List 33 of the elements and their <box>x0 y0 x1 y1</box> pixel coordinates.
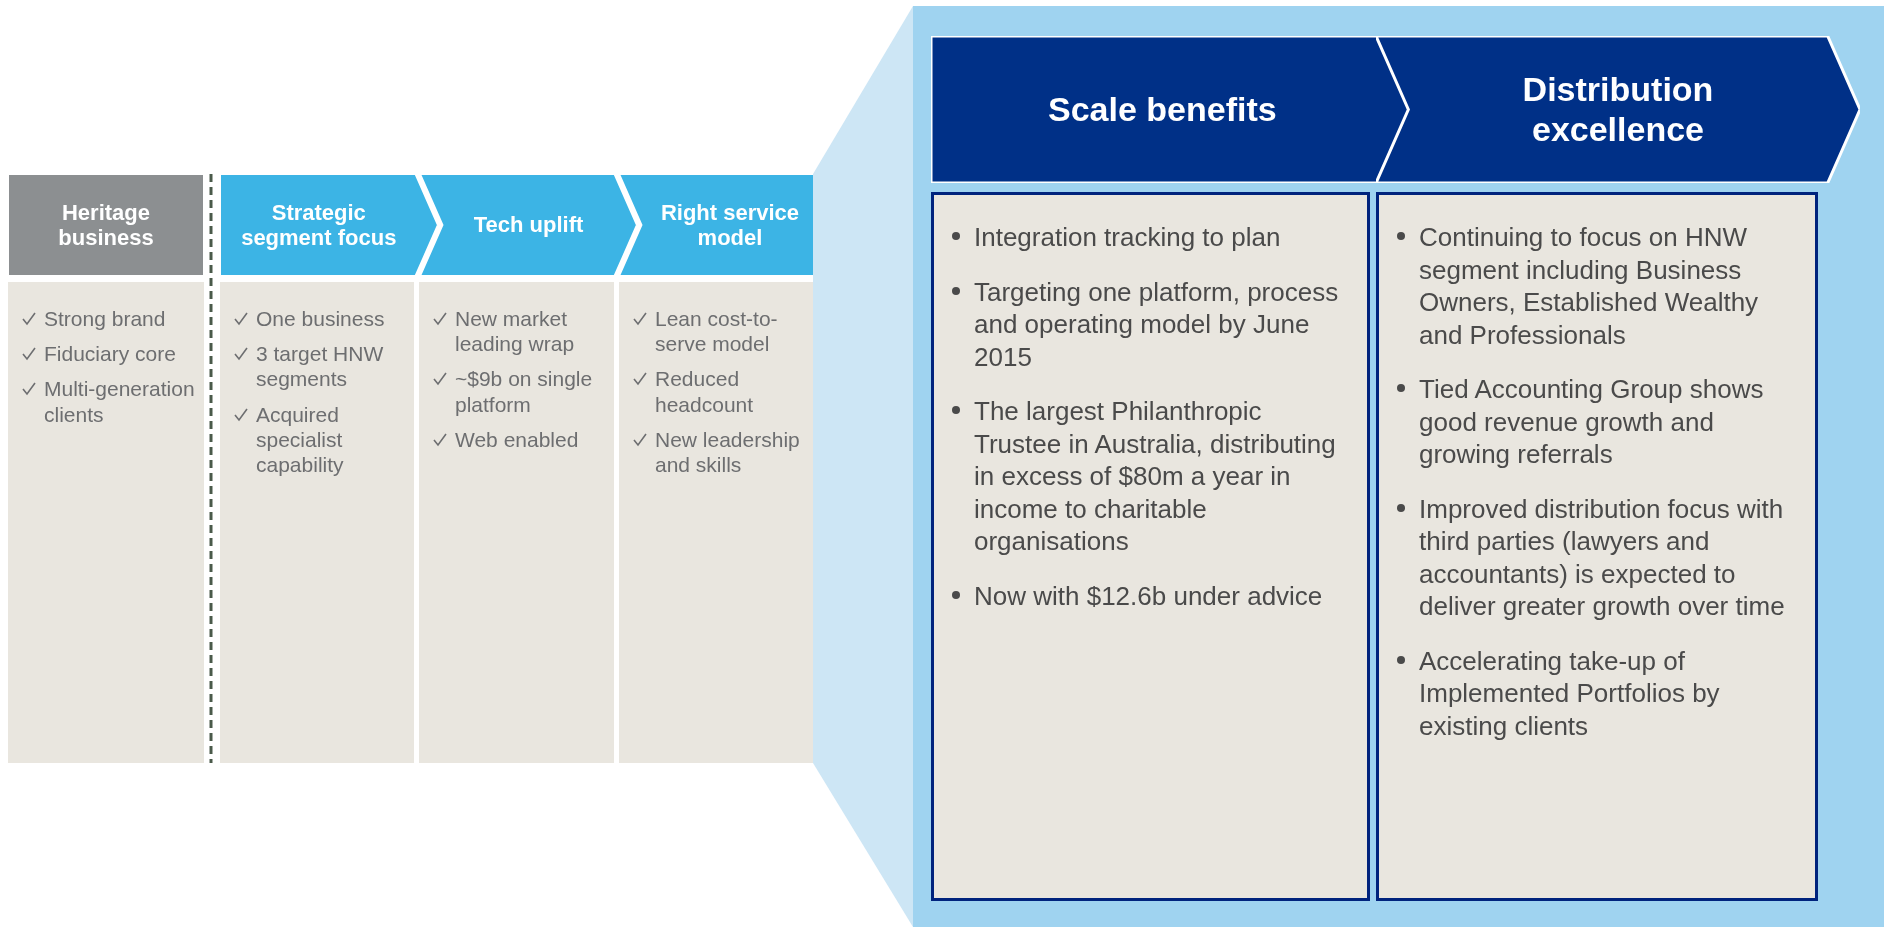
bullet-item: Now with $12.6b under advice <box>974 579 1323 612</box>
checklist-item: 3 target HNW segments <box>256 341 385 392</box>
content-panel <box>220 282 414 763</box>
content-panel <box>931 192 1370 901</box>
checklist-item: New leadership and skills <box>655 426 801 478</box>
bullet-item: Accelerating take-up of Implemented Portfolios by existing clients <box>1419 644 1721 742</box>
header-label: Right service model <box>659 199 801 251</box>
bullet-item: Targeting one platform, process and operating model by June 2015 <box>974 275 1340 373</box>
header-label: Strategic segment focus <box>240 199 398 251</box>
content-panel <box>1376 192 1818 901</box>
checklist-item: Acquired specialist capability <box>256 401 345 478</box>
bullet-item: Tied Accounting Group shows good revenue growth and growing referrals <box>1419 373 1765 471</box>
checklist-item: ~$9b on single platform <box>455 366 594 417</box>
bullet-item: The largest Philanthropic Trustee in Australia, distributing in excess of $80m a year in income to charitable organisations <box>974 395 1337 558</box>
highlight-panel <box>913 6 1884 927</box>
checklist-item: Reduced headcount <box>655 366 755 417</box>
content-panel <box>619 282 813 763</box>
content-panel <box>8 282 204 763</box>
header-label: Heritage business <box>57 199 155 251</box>
checklist-item: Web enabled <box>455 426 579 452</box>
header-label: Scale benefits <box>1047 89 1278 130</box>
checklist-item: Multi-generation clients <box>44 376 196 427</box>
header-label: Distribution excellence <box>1521 70 1715 149</box>
header-label: Tech uplift <box>472 212 585 238</box>
bullet-item: Integration tracking to plan <box>974 221 1281 254</box>
content-panel <box>419 282 614 763</box>
checklist-item: One business <box>256 306 385 332</box>
checklist-item: New market leading wrap <box>455 306 576 357</box>
checklist-item: Strong brand <box>44 306 166 332</box>
bullet-item: Continuing to focus on HNW segment including Business Owners, Established Wealthy and Professionals <box>1419 221 1760 351</box>
checklist-item: Fiduciary core <box>44 341 176 367</box>
bullet-item: Improved distribution focus with third parties (lawyers and accountants) is expected to deliver greater growth over time <box>1419 492 1786 623</box>
checklist-item: Lean cost-to-serve model <box>655 306 779 357</box>
